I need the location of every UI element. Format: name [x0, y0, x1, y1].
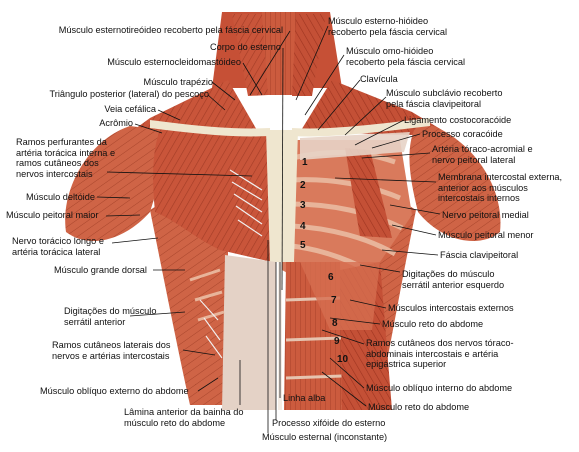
label-triangulo-posterior: Triângulo posterior (lateral) do pescoço [49, 89, 210, 99]
rib-number-1: 1 [302, 157, 308, 168]
rib-number-2: 2 [300, 180, 306, 191]
label-acromio: Acrômio [99, 118, 133, 128]
label-fascia-clavipeitoral: Fáscia clavipeitoral [440, 250, 519, 260]
label-reto-abdome: Músculo reto do abdome [382, 319, 484, 329]
label-coracoide: Processo coracóide [422, 129, 503, 139]
label-esternotireoideo: Músculo esternotireóideo recoberto pela … [58, 25, 283, 35]
label-peitoral-maior: Músculo peitoral maior [6, 210, 99, 220]
clavipectoral-fascia [300, 132, 410, 160]
label-grande-dorsal: Músculo grande dorsal [54, 265, 147, 275]
rectus-sheath-left [222, 255, 276, 410]
clavicle-left [150, 120, 270, 137]
label-reto-abdome-2: Músculo reto do abdome [368, 402, 470, 412]
rib-number-10: 10 [337, 354, 349, 365]
perforating-branches [229, 169, 263, 237]
label-clavicula: Clavícula [360, 74, 398, 84]
sternocleidomastoid-right [292, 14, 326, 96]
sternocleidomastoid-left [232, 14, 268, 96]
serratus-digitations-left [189, 268, 225, 322]
neck-center [258, 12, 300, 95]
label-membrana: Membrana intercostal externa, anterior a… [438, 172, 563, 204]
label-ligamento: Ligamento costocoracóide [404, 115, 512, 125]
rib-number-6: 6 [328, 272, 334, 283]
label-ramos-cutaneos-laterais: Ramos cutâneos laterais dos nervos e art… [52, 340, 171, 361]
rib-number-4: 4 [300, 221, 306, 232]
rib-number-8: 8 [332, 318, 338, 329]
label-obliquo-externo: Músculo oblíquo externo do abdome [40, 386, 189, 396]
label-digitacoes-serratil: Digitações do músculo serrátil anterior [64, 306, 157, 327]
leader-lines [96, 25, 441, 433]
rib-number-3: 3 [300, 200, 306, 211]
label-deltoide: Músculo deltóide [26, 192, 95, 202]
label-ramos-cutaneos-nervos: Ramos cutâneos dos nervos tóraco- abdomi… [366, 338, 514, 370]
label-linha-alba: Linha alba [283, 393, 326, 403]
label-digitacoes-esquerdo: Digitações do músculo serrátil anterior … [402, 269, 505, 290]
rib-number-9: 9 [334, 336, 340, 347]
clavicle-right [292, 118, 430, 137]
intercostal-right [300, 262, 380, 330]
deltoid-right [409, 124, 501, 242]
rib-number-7: 7 [331, 295, 337, 306]
pectoralis-minor-right [345, 148, 392, 238]
label-intercostais-externos: Músculos intercostais externos [388, 303, 514, 313]
label-nervo-toracico: Nervo torácico longo e artéria torácica … [12, 236, 104, 257]
label-omo-hioideo: Músculo omo-hióideo recoberto pela fásci… [346, 46, 465, 67]
pectoralis-major-left [153, 130, 272, 262]
label-esternal: Músculo esternal (inconstante) [262, 432, 388, 442]
label-nervo-peitoral-medial: Nervo peitoral medial [442, 210, 529, 220]
deltoid-left [65, 126, 165, 242]
label-veia-cefalica: Veia cefálica [104, 104, 156, 114]
label-trapezio: Músculo trapézio [143, 77, 213, 87]
lateral-cutaneous-branches [199, 299, 223, 359]
label-ramos-perfurantes: Ramos perfurantes da artéria torácica in… [16, 137, 116, 179]
label-esterno-hioideo: Músculo esterno-hióideo recoberto pela f… [328, 16, 447, 37]
label-peitoral-menor: Músculo peitoral menor [438, 230, 534, 240]
label-subclavio: Músculo subclávio recoberto pela fáscia … [386, 88, 503, 109]
label-processo-xifoide: Processo xifóide do esterno [272, 418, 386, 428]
rib-number-5: 5 [300, 240, 306, 251]
label-esternocleidomastoideo: Músculo esternocleidomastóideo [107, 57, 241, 67]
label-lamina-anterior: Lâmina anterior da bainha do músculo ret… [124, 407, 244, 428]
label-arteria-toraco: Artéria tóraco-acromial e nervo peitoral… [432, 144, 533, 165]
label-corpo-esterno: Corpo do esterno [210, 42, 281, 52]
label-obliquo-interno: Músculo oblíquo interno do abdome [366, 383, 513, 393]
